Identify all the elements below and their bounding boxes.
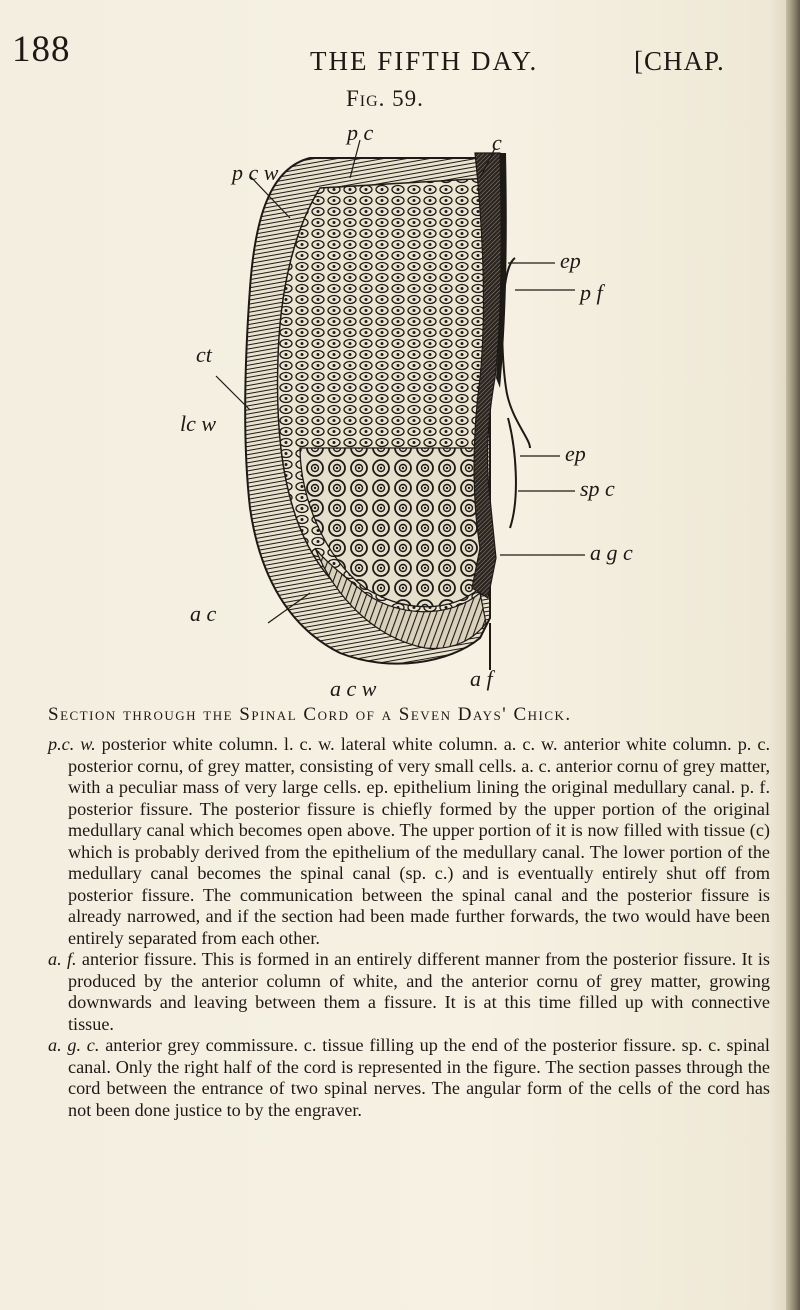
label-af: a f — [470, 666, 496, 691]
anterior-cornu-cells — [299, 447, 481, 608]
label-pcw: p c w — [230, 160, 279, 185]
entry-text: anterior fissure. This is formed in an e… — [68, 949, 771, 1034]
label-c: c — [492, 130, 502, 155]
running-title: THE FIFTH DAY. — [310, 46, 539, 76]
entry-text: posterior white column. l. c. w. lateral… — [68, 734, 771, 948]
label-pf: p f — [578, 280, 606, 305]
leader-pc — [349, 139, 361, 179]
running-header: 188 THE FIFTH DAY. [CHAP. — [0, 28, 800, 78]
figure-label: Fig. 59. — [346, 86, 424, 111]
label-ct: ct — [196, 342, 213, 367]
entry-text: anterior grey commissure. c. tissue fill… — [68, 1035, 770, 1120]
bracket-upper — [501, 257, 531, 449]
page-number: 188 — [12, 29, 71, 70]
caption-entry: a. g. c. anterior grey commissure. c. ti… — [48, 1035, 770, 1121]
leader-c — [479, 147, 496, 179]
label-lcw: lc w — [180, 411, 216, 436]
label-agc: a g c — [590, 540, 633, 565]
caption-entry: a. f. anterior fissure. This is formed i… — [48, 949, 770, 1035]
spinal-cord-figure: p c c p c w ct lc w a c a c w a f ep p f… — [150, 118, 670, 698]
label-acw: a c w — [330, 676, 377, 698]
figure-caption-title: Section through the Spinal Cord of a Sev… — [48, 704, 572, 725]
leader-ct — [215, 375, 251, 411]
caption-body: p.c. w. posterior white column. l. c. w.… — [48, 734, 770, 1121]
label-ep-top: ep — [560, 248, 581, 273]
entry-abbr: a. f. — [48, 949, 77, 969]
caption-entry: p.c. w. posterior white column. l. c. w.… — [48, 734, 770, 949]
epithelium — [496, 153, 507, 388]
label-pc: p c — [345, 120, 374, 145]
label-ac: a c — [190, 601, 217, 626]
page-edge — [786, 0, 800, 1310]
leader-pcw — [249, 175, 291, 219]
leader-ac — [267, 592, 311, 624]
bracket-lower — [507, 417, 517, 529]
spinal-cord-engraving: p c c p c w ct lc w a c a c w a f ep p f… — [180, 120, 633, 698]
chapter-marker: [CHAP. — [634, 46, 725, 76]
anterior-white-column — [314, 547, 487, 650]
label-spc: sp c — [580, 476, 615, 501]
entry-abbr: p.c. w. — [48, 734, 96, 754]
label-ep-mid: ep — [565, 441, 586, 466]
entry-abbr: a. g. c. — [48, 1035, 100, 1055]
